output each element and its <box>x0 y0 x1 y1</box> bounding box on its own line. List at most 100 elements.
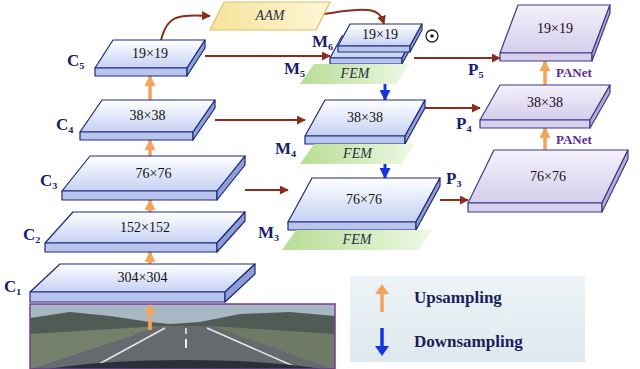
legend-row: Upsampling <box>350 282 585 314</box>
legend-text: Downsampling <box>414 333 523 350</box>
top-face <box>305 100 425 136</box>
top-face <box>300 144 415 164</box>
side-face <box>592 5 610 61</box>
fem-module: FEM <box>282 230 432 250</box>
level-label: M₆ <box>312 33 333 50</box>
upsampling-arrow-sample <box>370 283 394 313</box>
backbone-feature-map: C₄38×38 <box>80 100 215 140</box>
connector-arrow <box>148 76 152 100</box>
top-face <box>80 100 215 132</box>
level-label: C₄ <box>56 116 73 133</box>
level-label: M₃ <box>258 224 279 241</box>
connector-arrow <box>384 84 387 100</box>
module-name: AAM <box>256 9 285 23</box>
resolution-label: 38×38 <box>130 109 166 123</box>
level-label: M₅ <box>284 60 305 77</box>
front-face <box>45 243 217 252</box>
module-tag: PANet <box>556 133 592 146</box>
front-face <box>330 58 402 64</box>
side-face <box>217 212 245 252</box>
connector-arrow <box>148 140 152 156</box>
level-label: P₅ <box>468 61 483 78</box>
level-label: C₂ <box>23 226 40 243</box>
front-face <box>480 120 590 128</box>
top-face <box>500 5 610 53</box>
connector-arrow <box>245 189 288 191</box>
top-face <box>95 40 205 68</box>
top-face <box>288 178 440 222</box>
output-feature-map: P₃76×76 <box>468 150 628 212</box>
fem-module: FEM <box>300 64 410 84</box>
module-tag: PANet <box>556 66 592 79</box>
front-face <box>95 68 187 76</box>
output-feature-map: P₅19×19 <box>500 5 610 61</box>
connector-arrow <box>205 55 330 57</box>
module-name: FEM <box>343 147 372 161</box>
level-label: C₁ <box>4 278 21 295</box>
side-face <box>225 264 255 302</box>
side-face <box>193 100 215 140</box>
backbone-feature-map: C₃76×76 <box>62 156 245 200</box>
lane-mark <box>185 339 187 348</box>
level-label: M₄ <box>275 140 296 157</box>
connector-arrow <box>414 57 500 59</box>
fused-feature-map: M₄38×38 <box>305 100 425 144</box>
top-face <box>45 212 245 243</box>
connector-arrow <box>148 200 152 212</box>
level-label: C₃ <box>40 172 57 189</box>
front-face <box>62 191 217 200</box>
module-name: FEM <box>341 67 370 81</box>
resolution-label: 38×38 <box>527 96 563 110</box>
input-arrow <box>148 313 152 330</box>
top-face <box>480 85 610 120</box>
resolution-label: 152×152 <box>120 221 170 235</box>
front-face <box>80 132 193 140</box>
top-face <box>468 150 628 203</box>
sky <box>30 304 335 369</box>
car-hood <box>30 360 335 369</box>
top-face <box>30 264 255 292</box>
legend-text: Upsampling <box>414 289 502 306</box>
connector-arrow <box>543 128 547 150</box>
resolution-label: 19×19 <box>537 22 573 36</box>
legend-row: Downsampling <box>350 326 585 358</box>
fem-module: FEM <box>300 144 415 164</box>
elementwise-product-symbol <box>426 30 438 42</box>
lane-mark <box>185 328 187 334</box>
side-face <box>602 150 628 212</box>
side-face <box>410 24 422 52</box>
level-label: C₅ <box>67 52 84 69</box>
legend-panel: UpsamplingDownsampling <box>350 276 585 362</box>
arrow-head <box>375 284 389 294</box>
side-face <box>405 100 425 144</box>
side-face <box>217 156 245 200</box>
resolution-label: 76×76 <box>530 170 566 184</box>
backbone-feature-map: C₅19×19 <box>95 40 205 76</box>
top-face <box>282 230 432 250</box>
connector-arrow <box>425 107 480 109</box>
resolution-label: 19×19 <box>132 47 168 61</box>
top-face <box>62 156 245 191</box>
level-label: P₄ <box>456 115 471 132</box>
backbone-feature-map: C₁304×304 <box>30 264 255 302</box>
level-label: P₃ <box>446 170 461 187</box>
fused-feature-map: M₆19×19 <box>338 24 422 52</box>
front-face <box>500 53 592 61</box>
resolution-label: 38×38 <box>347 111 383 125</box>
side-face <box>590 85 610 128</box>
module-name: FEM <box>343 233 372 247</box>
connector-arrow <box>440 199 468 201</box>
downsampling-arrow-sample <box>370 327 394 357</box>
output-feature-map: P₄38×38 <box>480 85 610 128</box>
photo-frame <box>30 304 335 369</box>
front-face <box>305 136 405 144</box>
arrow-head <box>375 346 389 356</box>
connector-arrow <box>161 15 210 40</box>
resolution-label: 304×304 <box>118 271 168 285</box>
side-face <box>187 40 205 76</box>
connector-arrow <box>148 252 152 264</box>
resolution-label: 76×76 <box>136 167 172 181</box>
front-face <box>338 46 410 52</box>
top-face <box>210 2 330 30</box>
elementwise-product-dot <box>430 34 434 38</box>
